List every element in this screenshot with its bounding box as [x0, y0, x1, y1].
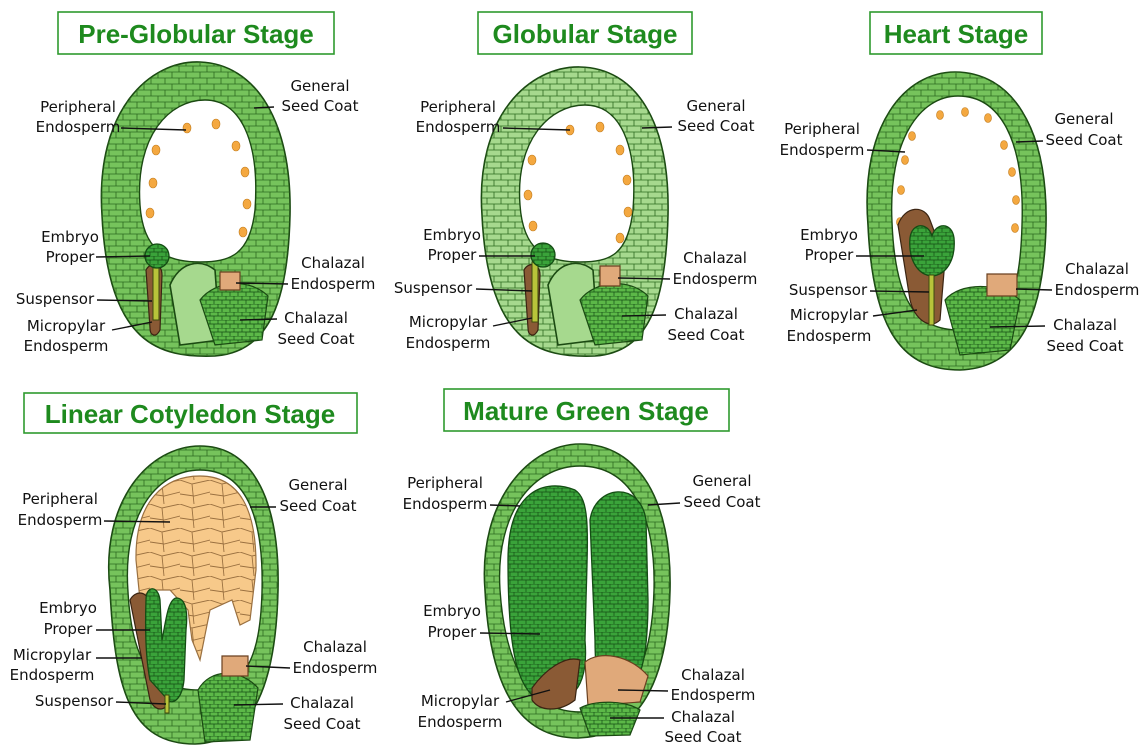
panel-title: Globular Stage [493, 19, 678, 49]
svg-text:General: General [686, 97, 745, 115]
svg-text:Embryo: Embryo [39, 599, 97, 617]
svg-text:Endosperm: Endosperm [293, 659, 378, 677]
svg-text:Seed Coat: Seed Coat [280, 497, 357, 515]
svg-text:General: General [290, 77, 349, 95]
svg-text:Suspensor: Suspensor [16, 290, 95, 308]
panel-title: Heart Stage [884, 19, 1029, 49]
svg-text:Chalazal: Chalazal [681, 666, 745, 684]
svg-text:Chalazal: Chalazal [1053, 316, 1117, 334]
svg-text:Chalazal: Chalazal [290, 694, 354, 712]
seed-illustration [867, 72, 1046, 370]
svg-text:Seed Coat: Seed Coat [1046, 131, 1123, 149]
label-general-seed-coat: General Seed Coat [642, 97, 755, 135]
svg-text:Endosperm: Endosperm [403, 495, 488, 513]
svg-text:Chalazal: Chalazal [671, 708, 735, 726]
svg-text:Embryo: Embryo [423, 226, 481, 244]
svg-text:Chalazal: Chalazal [683, 249, 747, 267]
svg-text:Endosperm: Endosperm [671, 686, 756, 704]
svg-text:Peripheral: Peripheral [407, 474, 483, 492]
panel-title-box: Pre-Globular Stage [58, 12, 334, 54]
svg-text:Peripheral: Peripheral [420, 98, 496, 116]
svg-text:Endosperm: Endosperm [416, 118, 501, 136]
svg-text:Endosperm: Endosperm [418, 713, 503, 731]
svg-text:Chalazal: Chalazal [284, 309, 348, 327]
svg-text:Chalazal: Chalazal [303, 638, 367, 656]
svg-text:Seed Coat: Seed Coat [678, 117, 755, 135]
svg-text:Endosperm: Endosperm [780, 141, 865, 159]
svg-text:Embryo: Embryo [41, 228, 99, 246]
svg-text:General: General [1054, 110, 1113, 128]
svg-text:Chalazal: Chalazal [301, 254, 365, 272]
panel-title: Linear Cotyledon Stage [45, 399, 335, 429]
seed-illustration [481, 67, 668, 356]
svg-text:Endosperm: Endosperm [291, 275, 376, 293]
svg-text:Proper: Proper [46, 248, 96, 266]
svg-text:Peripheral: Peripheral [784, 120, 860, 138]
svg-text:Proper: Proper [428, 246, 478, 264]
svg-text:Suspensor: Suspensor [789, 281, 868, 299]
panel-heart: Heart Stage [780, 12, 1140, 370]
svg-text:Peripheral: Peripheral [22, 490, 98, 508]
svg-text:Endosperm: Endosperm [10, 666, 95, 684]
seed-illustration [484, 444, 670, 738]
svg-text:Chalazal: Chalazal [674, 305, 738, 323]
panel-linear-cotyledon: Linear Cotyledon Stage Peripheral Endosp… [10, 393, 378, 744]
panel-title-box: Heart Stage [870, 12, 1042, 54]
svg-text:Embryo: Embryo [423, 602, 481, 620]
svg-text:Endosperm: Endosperm [406, 334, 491, 352]
panel-title-box: Linear Cotyledon Stage [24, 393, 357, 433]
svg-text:General: General [288, 476, 347, 494]
seed-illustration [109, 446, 278, 744]
svg-text:Endosperm: Endosperm [18, 511, 103, 529]
svg-text:Micropylar: Micropylar [27, 317, 106, 335]
svg-text:Seed Coat: Seed Coat [278, 330, 355, 348]
svg-text:Peripheral: Peripheral [40, 98, 116, 116]
svg-text:Seed Coat: Seed Coat [1047, 337, 1124, 355]
svg-text:Seed Coat: Seed Coat [284, 715, 361, 733]
panel-title-box: Globular Stage [478, 12, 692, 54]
svg-text:Endosperm: Endosperm [24, 337, 109, 355]
svg-text:Endosperm: Endosperm [787, 327, 872, 345]
panel-mature-green: Mature Green Stage Peripheral Endosperm … [403, 389, 761, 746]
svg-text:Seed Coat: Seed Coat [282, 97, 359, 115]
svg-text:Endosperm: Endosperm [1055, 281, 1140, 299]
svg-text:Endosperm: Endosperm [673, 270, 758, 288]
svg-text:Seed Coat: Seed Coat [668, 326, 745, 344]
label-general-seed-coat: General Seed Coat [648, 472, 761, 511]
svg-text:Proper: Proper [428, 623, 478, 641]
panel-title: Pre-Globular Stage [78, 19, 314, 49]
seed-illustration [101, 62, 290, 356]
svg-text:Suspensor: Suspensor [35, 692, 114, 710]
svg-text:Micropylar: Micropylar [409, 313, 488, 331]
svg-text:Micropylar: Micropylar [13, 646, 92, 664]
svg-text:Proper: Proper [44, 620, 94, 638]
panel-globular: Globular Stage [394, 12, 758, 356]
svg-text:Suspensor: Suspensor [394, 279, 473, 297]
svg-text:General: General [692, 472, 751, 490]
svg-text:Micropylar: Micropylar [421, 692, 500, 710]
panel-title: Mature Green Stage [463, 396, 709, 426]
svg-text:Proper: Proper [805, 246, 855, 264]
svg-text:Micropylar: Micropylar [790, 306, 869, 324]
svg-text:Chalazal: Chalazal [1065, 260, 1129, 278]
svg-text:Seed Coat: Seed Coat [665, 728, 742, 746]
svg-text:Seed Coat: Seed Coat [684, 493, 761, 511]
svg-text:Embryo: Embryo [800, 226, 858, 244]
svg-text:Endosperm: Endosperm [36, 118, 121, 136]
panel-title-box: Mature Green Stage [444, 389, 729, 431]
panel-pre-globular: Pre-Globular Stage [16, 12, 376, 356]
